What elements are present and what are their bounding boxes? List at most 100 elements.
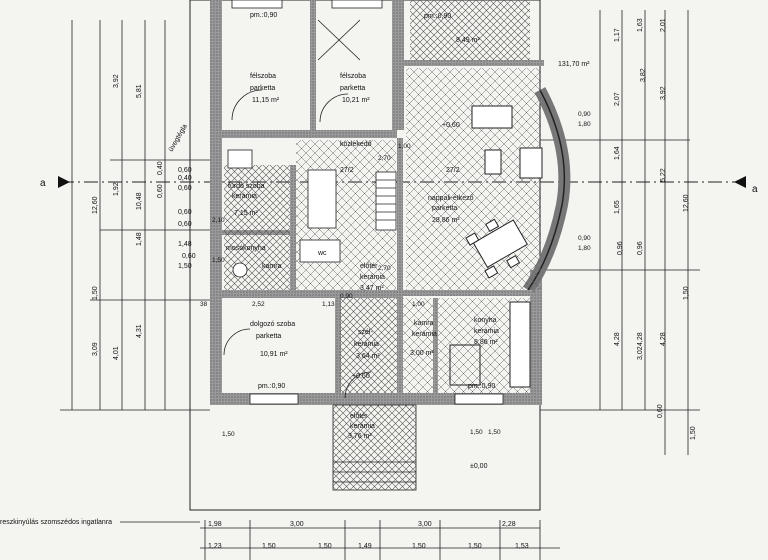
- dimension-label: 0,60: [157, 184, 164, 198]
- szel-name: szél-: [358, 329, 373, 336]
- dimension-label: 1,13: [322, 301, 335, 308]
- dimension-label: 2,28: [502, 521, 516, 528]
- dolgozo-floor: parketta: [256, 333, 281, 340]
- bottom-dimension-lines: [200, 520, 560, 560]
- section-arrow-right-icon: [734, 176, 746, 188]
- level-60: +0,60: [442, 122, 460, 129]
- dimension-label: 1,50: [212, 257, 225, 264]
- total-area: 131,70 m²: [558, 61, 590, 68]
- staircase: [375, 171, 397, 231]
- nappali-floor: parketta: [432, 205, 457, 212]
- eloter-outer-name: előtér: [350, 413, 368, 420]
- furdo-name: fürdő szoba: [228, 183, 265, 190]
- dimension-label: 2,10: [212, 217, 225, 224]
- dimension-label: 5,81: [136, 84, 143, 98]
- dimension-label: 3,92: [113, 74, 120, 88]
- dimension-label: 12,60: [683, 194, 690, 212]
- dimension-label: 0,96: [637, 241, 644, 255]
- door-swings: [223, 19, 372, 399]
- dimension-label: 1,17: [614, 28, 621, 42]
- dining-table: [465, 218, 528, 279]
- eloter-outer-floor: kerámia: [350, 423, 375, 430]
- dimension-label: 1,50: [222, 431, 235, 438]
- konyha-pm: pm.:0,90: [468, 383, 495, 390]
- eloter-inner-floor: kerámia: [360, 274, 385, 281]
- dimension-label: 1,64: [614, 146, 621, 160]
- kitchen-island: [449, 344, 481, 386]
- dimension-label: 1,63: [637, 18, 644, 32]
- dimension-label: 1,50: [262, 543, 276, 550]
- dimension-label: 0,40: [157, 161, 164, 175]
- armchair: [484, 149, 502, 175]
- dimension-label: 2,52: [252, 301, 265, 308]
- level-60b: +0,60: [352, 373, 370, 380]
- dimension-label: 1,50: [412, 543, 426, 550]
- dimension-label: 1,50: [92, 286, 99, 300]
- dimension-label: 1,50: [683, 286, 690, 300]
- dimension-label: 12,60: [92, 196, 99, 214]
- felszoba2-floor: parketta: [340, 85, 365, 92]
- felszoba2-name: félszoba: [340, 73, 366, 80]
- szel-floor: kerámia: [354, 341, 379, 348]
- dimension-label: 1,50: [318, 543, 332, 550]
- felszoba1-area: 11,15 m²: [252, 97, 280, 104]
- dimension-label: 3,92: [660, 86, 667, 100]
- left-outer-dims: 3,925,8112,601,924,314,013,091,5010,481,…: [92, 74, 164, 360]
- dimension-label: 0,90: [578, 235, 591, 242]
- konyha-name: konyha: [474, 317, 497, 324]
- dimension-label: 0,60: [657, 404, 664, 418]
- eloter-outer-area: 3,76 m²: [348, 433, 372, 440]
- dolgozo-name: dolgozó szoba: [250, 321, 295, 328]
- dimension-label: 5,22: [660, 168, 667, 182]
- felszoba1-name: félszoba: [250, 73, 276, 80]
- cabinet: [519, 147, 543, 179]
- mosokonyha-label: mosókonyha: [226, 245, 266, 252]
- dimension-label: 1,00: [398, 143, 411, 150]
- dimension-label: 4,28: [614, 332, 621, 346]
- dimension-label: 1,50: [178, 263, 192, 270]
- kamra-label: kamra: [262, 263, 282, 270]
- dim-27-2a: 27/2: [340, 167, 354, 174]
- section-label-left: a: [40, 178, 46, 189]
- dimension-label: 0,60: [178, 221, 192, 228]
- window-openings: [231, 0, 504, 405]
- felszoba2-area: 10,21 m²: [342, 97, 370, 104]
- dimension-label: 1,23: [208, 543, 222, 550]
- konyha-floor: kerámia: [474, 328, 499, 335]
- dimension-label: 3,00: [418, 521, 432, 528]
- room-labels: pm.:0,90 félszoba parketta 11,15 m² féls…: [226, 12, 499, 440]
- dimension-label: 2,01: [660, 18, 667, 32]
- entry-floor: [333, 405, 416, 490]
- kamra2-floor: [403, 298, 433, 393]
- dimension-label: 0,60: [178, 167, 192, 174]
- dimension-label: 2,07: [614, 92, 621, 106]
- dimension-label: 4,31: [136, 324, 143, 338]
- left-dimension-lines: [60, 20, 210, 411]
- neighbor-note: reszkinyúlás szomszédos ingatlanra: [0, 519, 112, 526]
- dimension-label: 1,98: [208, 521, 222, 528]
- dimension-label: 0,60: [178, 185, 192, 192]
- eloter-inner-name: előtér: [360, 263, 378, 270]
- szel-area: 3,64 m²: [356, 353, 380, 360]
- dimension-label: 0,40: [178, 175, 192, 182]
- dimension-label: 1,49: [358, 543, 372, 550]
- dimension-label: 0,60: [182, 253, 196, 260]
- kitchen-counter: [509, 301, 531, 388]
- uvegtegla-label: üvegtégla: [168, 123, 189, 153]
- kamra2-name: kamra: [414, 320, 434, 327]
- entry-steps: [332, 404, 417, 491]
- dimension-label: 1,50: [690, 426, 697, 440]
- furdo-floor: kerámia: [232, 193, 257, 200]
- wc-room: [299, 239, 341, 263]
- dimension-label: 3,82: [640, 68, 647, 82]
- dimension-label: 1,80: [578, 245, 591, 252]
- zero-level: ±0,00: [470, 463, 488, 470]
- section-arrow-left-icon: [58, 176, 70, 188]
- furdo-area: 7,15 m²: [234, 210, 258, 217]
- felszoba1-floor: parketta: [250, 85, 275, 92]
